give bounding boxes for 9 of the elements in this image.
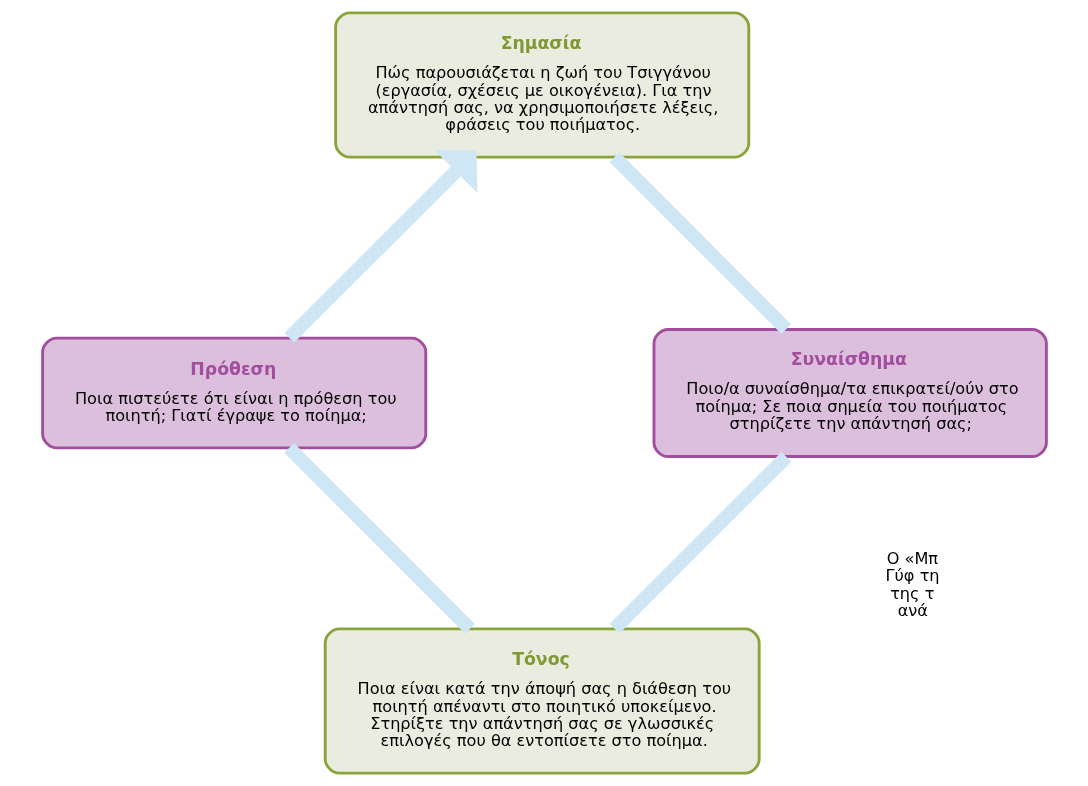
connector [283, 443, 475, 634]
node-box: Σημασία Πώς παρουσιάζεται η ζωή του Τσιγγάνου (εργασία, σχέσεις με οικογένεια). Για την απάντησή σας, να χρησιμοποιήσετε λέξεις, φράσεις του ποιήματος. [333, 11, 750, 159]
node-box: Τόνος Ποια είναι κατά την άποψή σας η διάθεση του ποιητή απέναντι στο ποιητικό υποκείμενο. Στηρίξτε την απάντησή σας σε γλωσσικές επιλογές που θα εντοπίσετε στο ποίημα. [323, 627, 761, 775]
node-box: Πρόθεση Ποια πιστεύετε ότι είναι η πρόθεση του ποιητή; Γιατί έγραψε το ποίημα; [40, 336, 427, 450]
node-box: Συναίσθημα Ποιο/α συναίσθημα/τα επικρατεί/ούν στο ποίημα; Σε ποια σημεία του ποιήματος στηρίζετε την απάντησή σας; [652, 328, 1048, 458]
label: Ο «Μπ Γύφ τη της τ ανά [885, 549, 940, 620]
arrow [283, 149, 477, 343]
connector [609, 152, 791, 334]
connector [609, 451, 791, 634]
